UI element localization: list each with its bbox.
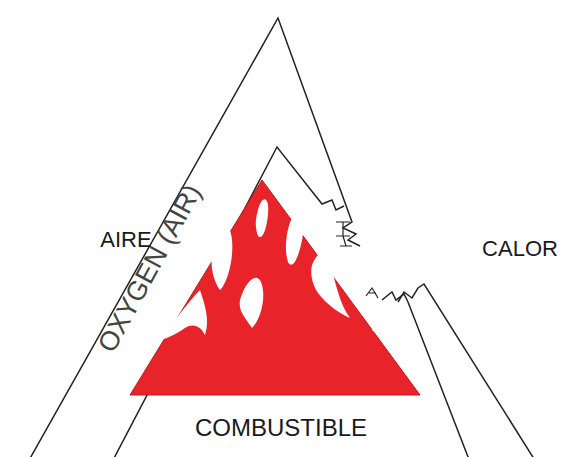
- outer-outline: [398, 284, 536, 457]
- break-mark: [336, 222, 352, 246]
- flame-cutout: [256, 199, 269, 237]
- flame-cutout: [211, 226, 232, 290]
- region-label: CALOR: [482, 238, 558, 260]
- break-mark: [366, 288, 378, 298]
- flame-cutout: [286, 214, 303, 264]
- region-label: COMBUSTIBLE: [195, 416, 367, 440]
- region-label: AIRE: [100, 229, 151, 251]
- flame-cutout: [372, 322, 392, 338]
- flame-cutout: [311, 253, 350, 318]
- flame-cutout: [240, 278, 264, 328]
- flame-cutout: [160, 290, 207, 340]
